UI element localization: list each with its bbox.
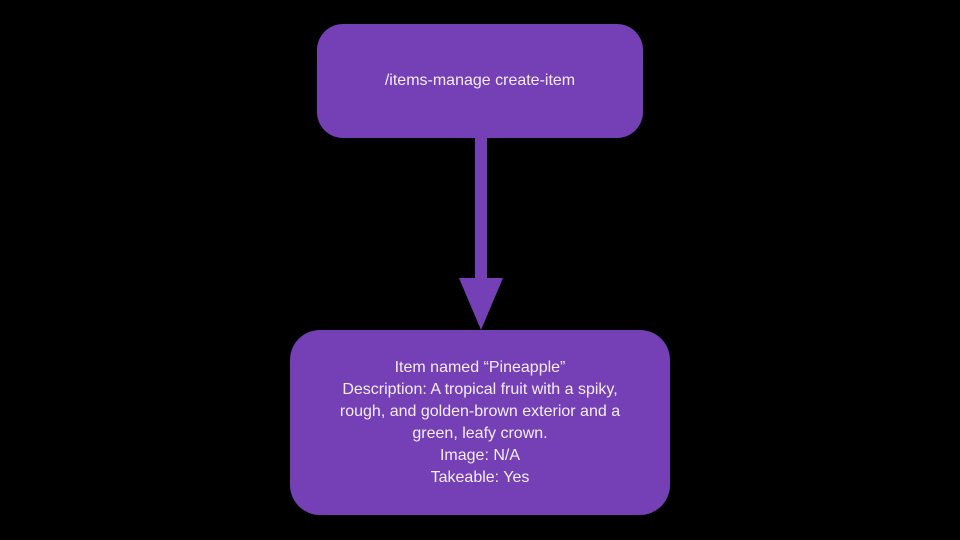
arrow-line	[475, 138, 487, 286]
result-node-item-name: Item named “Pineapple”	[394, 358, 566, 376]
result-node-description-line-1: Description: A tropical fruit with a spi…	[342, 380, 618, 398]
result-node-description-line-3: green, leafy crown.	[412, 424, 548, 442]
command-node-label: /items-manage create-item	[384, 72, 576, 89]
result-node: Item named “Pineapple” Description: A tr…	[290, 330, 670, 515]
result-node-image-value: Image: N/A	[439, 446, 521, 464]
result-node-takeable-value: Takeable: Yes	[430, 468, 530, 486]
command-node: /items-manage create-item	[317, 24, 643, 138]
result-node-description-line-2: rough, and golden-brown exterior and a	[339, 402, 621, 420]
arrow-down-icon	[459, 278, 503, 330]
